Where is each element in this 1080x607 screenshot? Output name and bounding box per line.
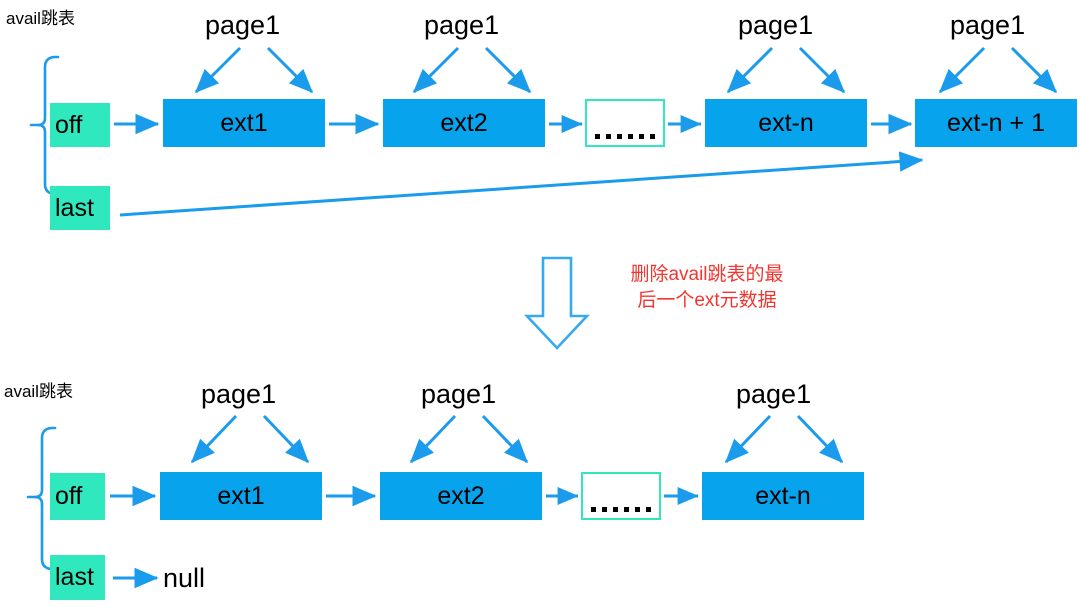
- ext-label: ext-n: [755, 481, 811, 510]
- ellipsis-dots: [595, 134, 655, 139]
- ext-box-ext1-top[interactable]: ext1: [163, 99, 325, 147]
- ext-box-extn-bottom[interactable]: ext-n: [702, 472, 864, 520]
- ext-label: ext1: [217, 481, 265, 510]
- page-label-ext1: page1: [205, 10, 281, 40]
- ellipsis-box-top[interactable]: [585, 99, 665, 147]
- ext-label: ext2: [440, 108, 488, 137]
- ext-label: ext-n: [758, 108, 814, 137]
- page-arrows-ext1-bottom: [190, 414, 310, 464]
- page-arrows-extn-bottom: [724, 414, 844, 464]
- page-arrows-ext2-bottom: [409, 414, 529, 464]
- page-label-extn-bottom: page1: [736, 379, 812, 409]
- ext-box-extn1-top[interactable]: ext-n + 1: [915, 99, 1077, 147]
- pointer-box-last-bottom[interactable]: last: [50, 555, 105, 600]
- ext-box-ext2-top[interactable]: ext2: [383, 99, 545, 147]
- page-label-extn1: page1: [950, 10, 1026, 40]
- null-label: null: [163, 563, 206, 593]
- ext-box-extn-top[interactable]: ext-n: [705, 99, 867, 147]
- ellipsis-box-bottom[interactable]: [581, 472, 661, 520]
- ext-box-ext2-bottom[interactable]: ext2: [380, 472, 542, 520]
- ext-label: ext2: [437, 481, 485, 510]
- page-arrows-extn: [726, 46, 846, 94]
- arrow-last-to-extn1: [119, 151, 924, 217]
- pointer-box-off-top[interactable]: off: [50, 103, 110, 147]
- page-arrows-extn1: [938, 46, 1058, 94]
- top-group-title: avail跳表: [6, 9, 75, 28]
- pointer-box-off-bottom[interactable]: off: [50, 473, 105, 520]
- pointer-box-last-top[interactable]: last: [50, 186, 110, 230]
- pointer-label: off: [55, 110, 83, 139]
- bottom-group-title: avail跳表: [4, 382, 73, 401]
- page-label-extn: page1: [738, 10, 814, 40]
- transition-note: 删除avail跳表的最 后一个ext元数据: [630, 264, 784, 311]
- transition-down-arrow: [523, 256, 591, 350]
- ellipsis-dots: [591, 507, 651, 512]
- pointer-label: last: [55, 563, 94, 591]
- page-label-ext2: page1: [424, 10, 500, 40]
- page-arrows-ext2: [412, 46, 532, 94]
- ext-label: ext-n + 1: [947, 108, 1045, 137]
- ext-box-ext1-bottom[interactable]: ext1: [160, 472, 322, 520]
- page-arrows-ext1: [194, 46, 314, 94]
- pointer-label: last: [55, 193, 94, 222]
- page-label-ext2-bottom: page1: [421, 379, 497, 409]
- ext-label: ext1: [220, 108, 268, 137]
- pointer-label: off: [55, 482, 83, 510]
- page-label-ext1-bottom: page1: [201, 379, 277, 409]
